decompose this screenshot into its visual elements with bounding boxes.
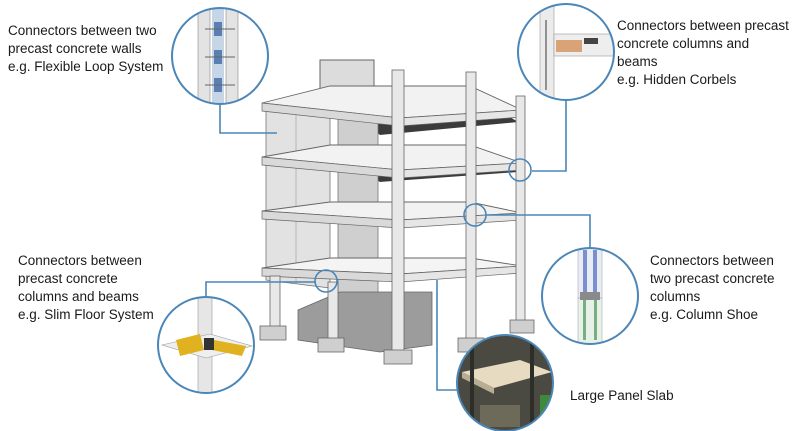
marker-column-shoe (463, 203, 487, 227)
label-walls-line-1: Connectors between two (8, 23, 157, 38)
label-hidden-corbels: Connectors between precast concrete colu… (617, 17, 789, 89)
label-column-shoe-line-3: columns (650, 289, 701, 304)
leader-large-panel (436, 280, 457, 391)
marker-hidden-corbels (508, 158, 532, 182)
label-slim-floor-line-1: Connectors between (18, 253, 142, 268)
roof-unit (319, 59, 375, 91)
label-slim-floor: Connectors between precast concrete colu… (18, 252, 154, 324)
label-slim-floor-line-3: columns and beams (18, 289, 139, 304)
column-left (269, 275, 281, 329)
label-walls: Connectors between two precast concrete … (8, 22, 163, 76)
column-front-corner (391, 69, 405, 353)
label-column-shoe-line-2: two precast concrete (650, 271, 775, 286)
label-large-panel: Large Panel Slab (570, 387, 674, 405)
callout-image-large-panel (456, 334, 554, 431)
label-hidden-corbels-line-3: beams (617, 54, 658, 69)
callout-image-column-shoe (541, 247, 639, 345)
marker-slim-floor (314, 269, 338, 293)
label-walls-line-2: precast concrete walls (8, 41, 142, 56)
callout-image-hidden-corbels (517, 3, 615, 101)
label-walls-line-3: e.g. Flexible Loop System (8, 59, 164, 74)
column-right (515, 95, 526, 329)
callout-image-slim-floor (157, 296, 255, 394)
precast-building (259, 59, 535, 365)
label-column-shoe: Connectors between two precast concrete … (650, 252, 775, 324)
label-hidden-corbels-line-2: concrete columns and (617, 36, 750, 51)
leader-lines (205, 100, 591, 391)
label-large-panel-line-1: Large Panel Slab (570, 388, 674, 403)
label-slim-floor-line-2: precast concrete (18, 271, 118, 286)
label-column-shoe-line-1: Connectors between (650, 253, 774, 268)
callout-image-walls (171, 7, 269, 105)
leader-walls (219, 104, 277, 134)
label-hidden-corbels-line-1: Connectors between precast (617, 18, 789, 33)
footing (259, 325, 287, 341)
label-slim-floor-line-4: e.g. Slim Floor System (18, 307, 154, 322)
leader-hidden-corbels (532, 100, 567, 172)
leader-column-shoe (486, 214, 591, 248)
leader-slim-floor (205, 281, 316, 297)
label-hidden-corbels-line-4: e.g. Hidden Corbels (617, 72, 737, 87)
label-column-shoe-line-4: e.g. Column Shoe (650, 307, 759, 322)
